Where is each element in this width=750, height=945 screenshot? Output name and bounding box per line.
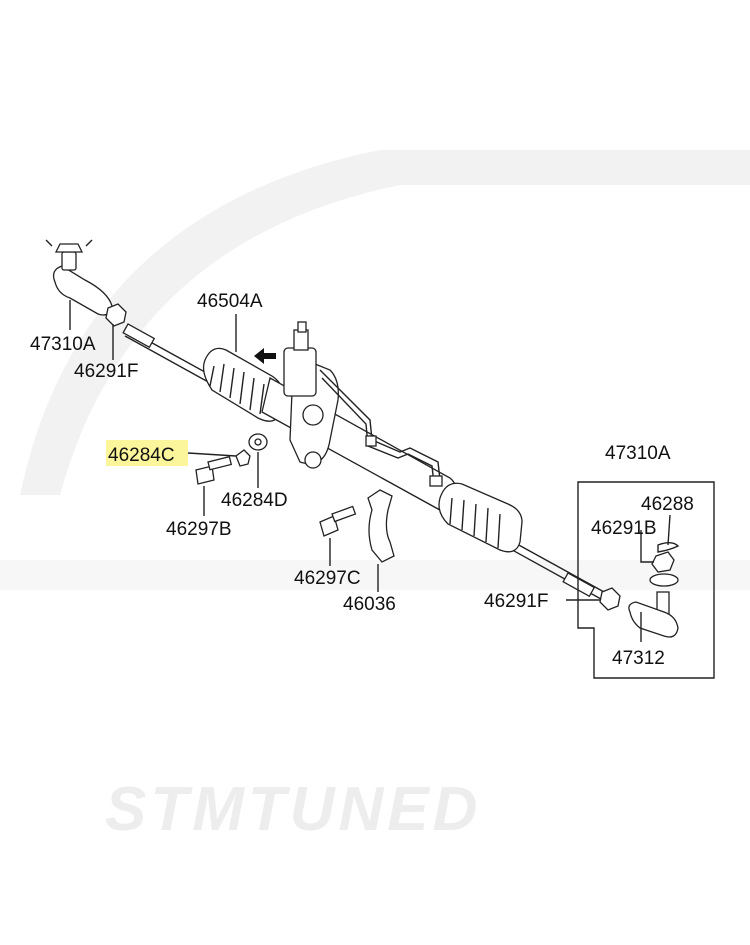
highlight-46284c bbox=[106, 440, 188, 466]
label-46504a: 46504A bbox=[197, 291, 263, 312]
tie-rod-end-left bbox=[45, 239, 113, 316]
bolt-46297b bbox=[195, 455, 233, 485]
label-46297c: 46297C bbox=[294, 568, 361, 589]
label-46297b: 46297B bbox=[166, 519, 232, 540]
detail-box bbox=[577, 481, 715, 679]
label-46291b: 46291B bbox=[591, 518, 657, 539]
rack-housing bbox=[261, 321, 457, 511]
tie-rod-end-right bbox=[628, 591, 679, 638]
label-46291f-left: 46291F bbox=[74, 361, 138, 382]
label-46284d: 46284D bbox=[221, 490, 288, 511]
washer-46284c bbox=[235, 449, 251, 467]
boot-left bbox=[202, 347, 283, 422]
clamp-bracket-46036 bbox=[367, 489, 395, 563]
label-46284c: 46284C bbox=[108, 445, 175, 466]
nut-left bbox=[105, 303, 127, 327]
watermark-text: STMTUNED bbox=[105, 775, 481, 844]
label-46288: 46288 bbox=[641, 494, 694, 515]
label-47310a-right: 47310A bbox=[605, 443, 671, 464]
washer-right bbox=[649, 573, 679, 587]
threaded-end-left bbox=[122, 323, 156, 349]
direction-arrow bbox=[254, 348, 276, 364]
nut-right bbox=[599, 587, 621, 611]
watermark-swoosh bbox=[0, 150, 750, 590]
leader-lines bbox=[69, 300, 671, 642]
label-47310a-left: 47310A bbox=[30, 334, 96, 355]
label-47312: 47312 bbox=[612, 648, 665, 669]
label-46291f-right: 46291F bbox=[484, 591, 548, 612]
label-46036: 46036 bbox=[343, 594, 396, 615]
cotter-pin-46288 bbox=[657, 542, 680, 553]
castle-nut-46291b bbox=[651, 551, 675, 573]
boot-right bbox=[438, 482, 523, 553]
bolt-46297c bbox=[319, 505, 357, 537]
